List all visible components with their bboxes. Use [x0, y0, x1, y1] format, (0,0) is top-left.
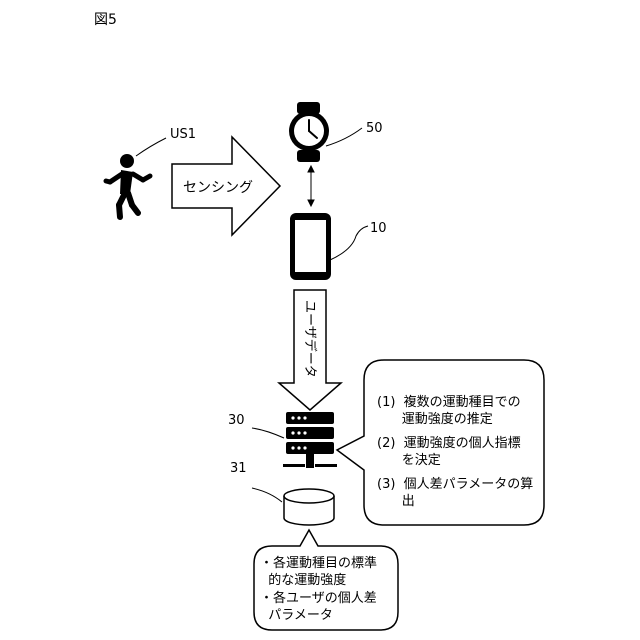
- server-callout-line: (3) 個人差パラメータの算: [377, 477, 533, 492]
- walking-person-icon: [106, 154, 150, 217]
- db-ref-leader: [252, 488, 282, 502]
- phone-ref-leader: [330, 226, 368, 260]
- user-ref-leader: [136, 138, 166, 156]
- db-callout-line: パラメータ: [260, 608, 333, 623]
- figure-title: 図5: [94, 12, 117, 28]
- watch-ref-label: 50: [366, 121, 383, 136]
- server-callout-line: を決定: [377, 453, 441, 468]
- db-callout-line: ・各運動種目の標準: [260, 555, 377, 571]
- smartphone-icon: [290, 213, 331, 280]
- user-data-arrow-label: ユーザデータ: [302, 300, 318, 378]
- database-icon: [284, 489, 334, 525]
- server-callout-line: (1) 複数の運動種目での: [377, 394, 521, 410]
- phone-ref-label: 10: [370, 221, 387, 236]
- watch-ref-leader: [326, 128, 362, 146]
- server-callout-line: 運動強度の推定: [377, 411, 493, 427]
- sensing-arrow-label: センシング: [183, 180, 253, 196]
- db-callout-line: ・各ユーザの個人差: [260, 590, 377, 606]
- server-icon: [283, 412, 337, 468]
- db-ref-label: 31: [230, 461, 247, 476]
- user-ref-label: US1: [170, 127, 196, 142]
- sync-link-arrow: [308, 166, 314, 206]
- db-callout-line: 的な運動強度: [260, 572, 346, 588]
- server-ref-label: 30: [228, 413, 245, 428]
- server-ref-leader: [252, 428, 284, 438]
- server-callout-line: (2) 運動強度の個人指標: [377, 435, 521, 451]
- smartwatch-icon: [289, 102, 329, 162]
- server-callout-line: 出: [377, 494, 415, 509]
